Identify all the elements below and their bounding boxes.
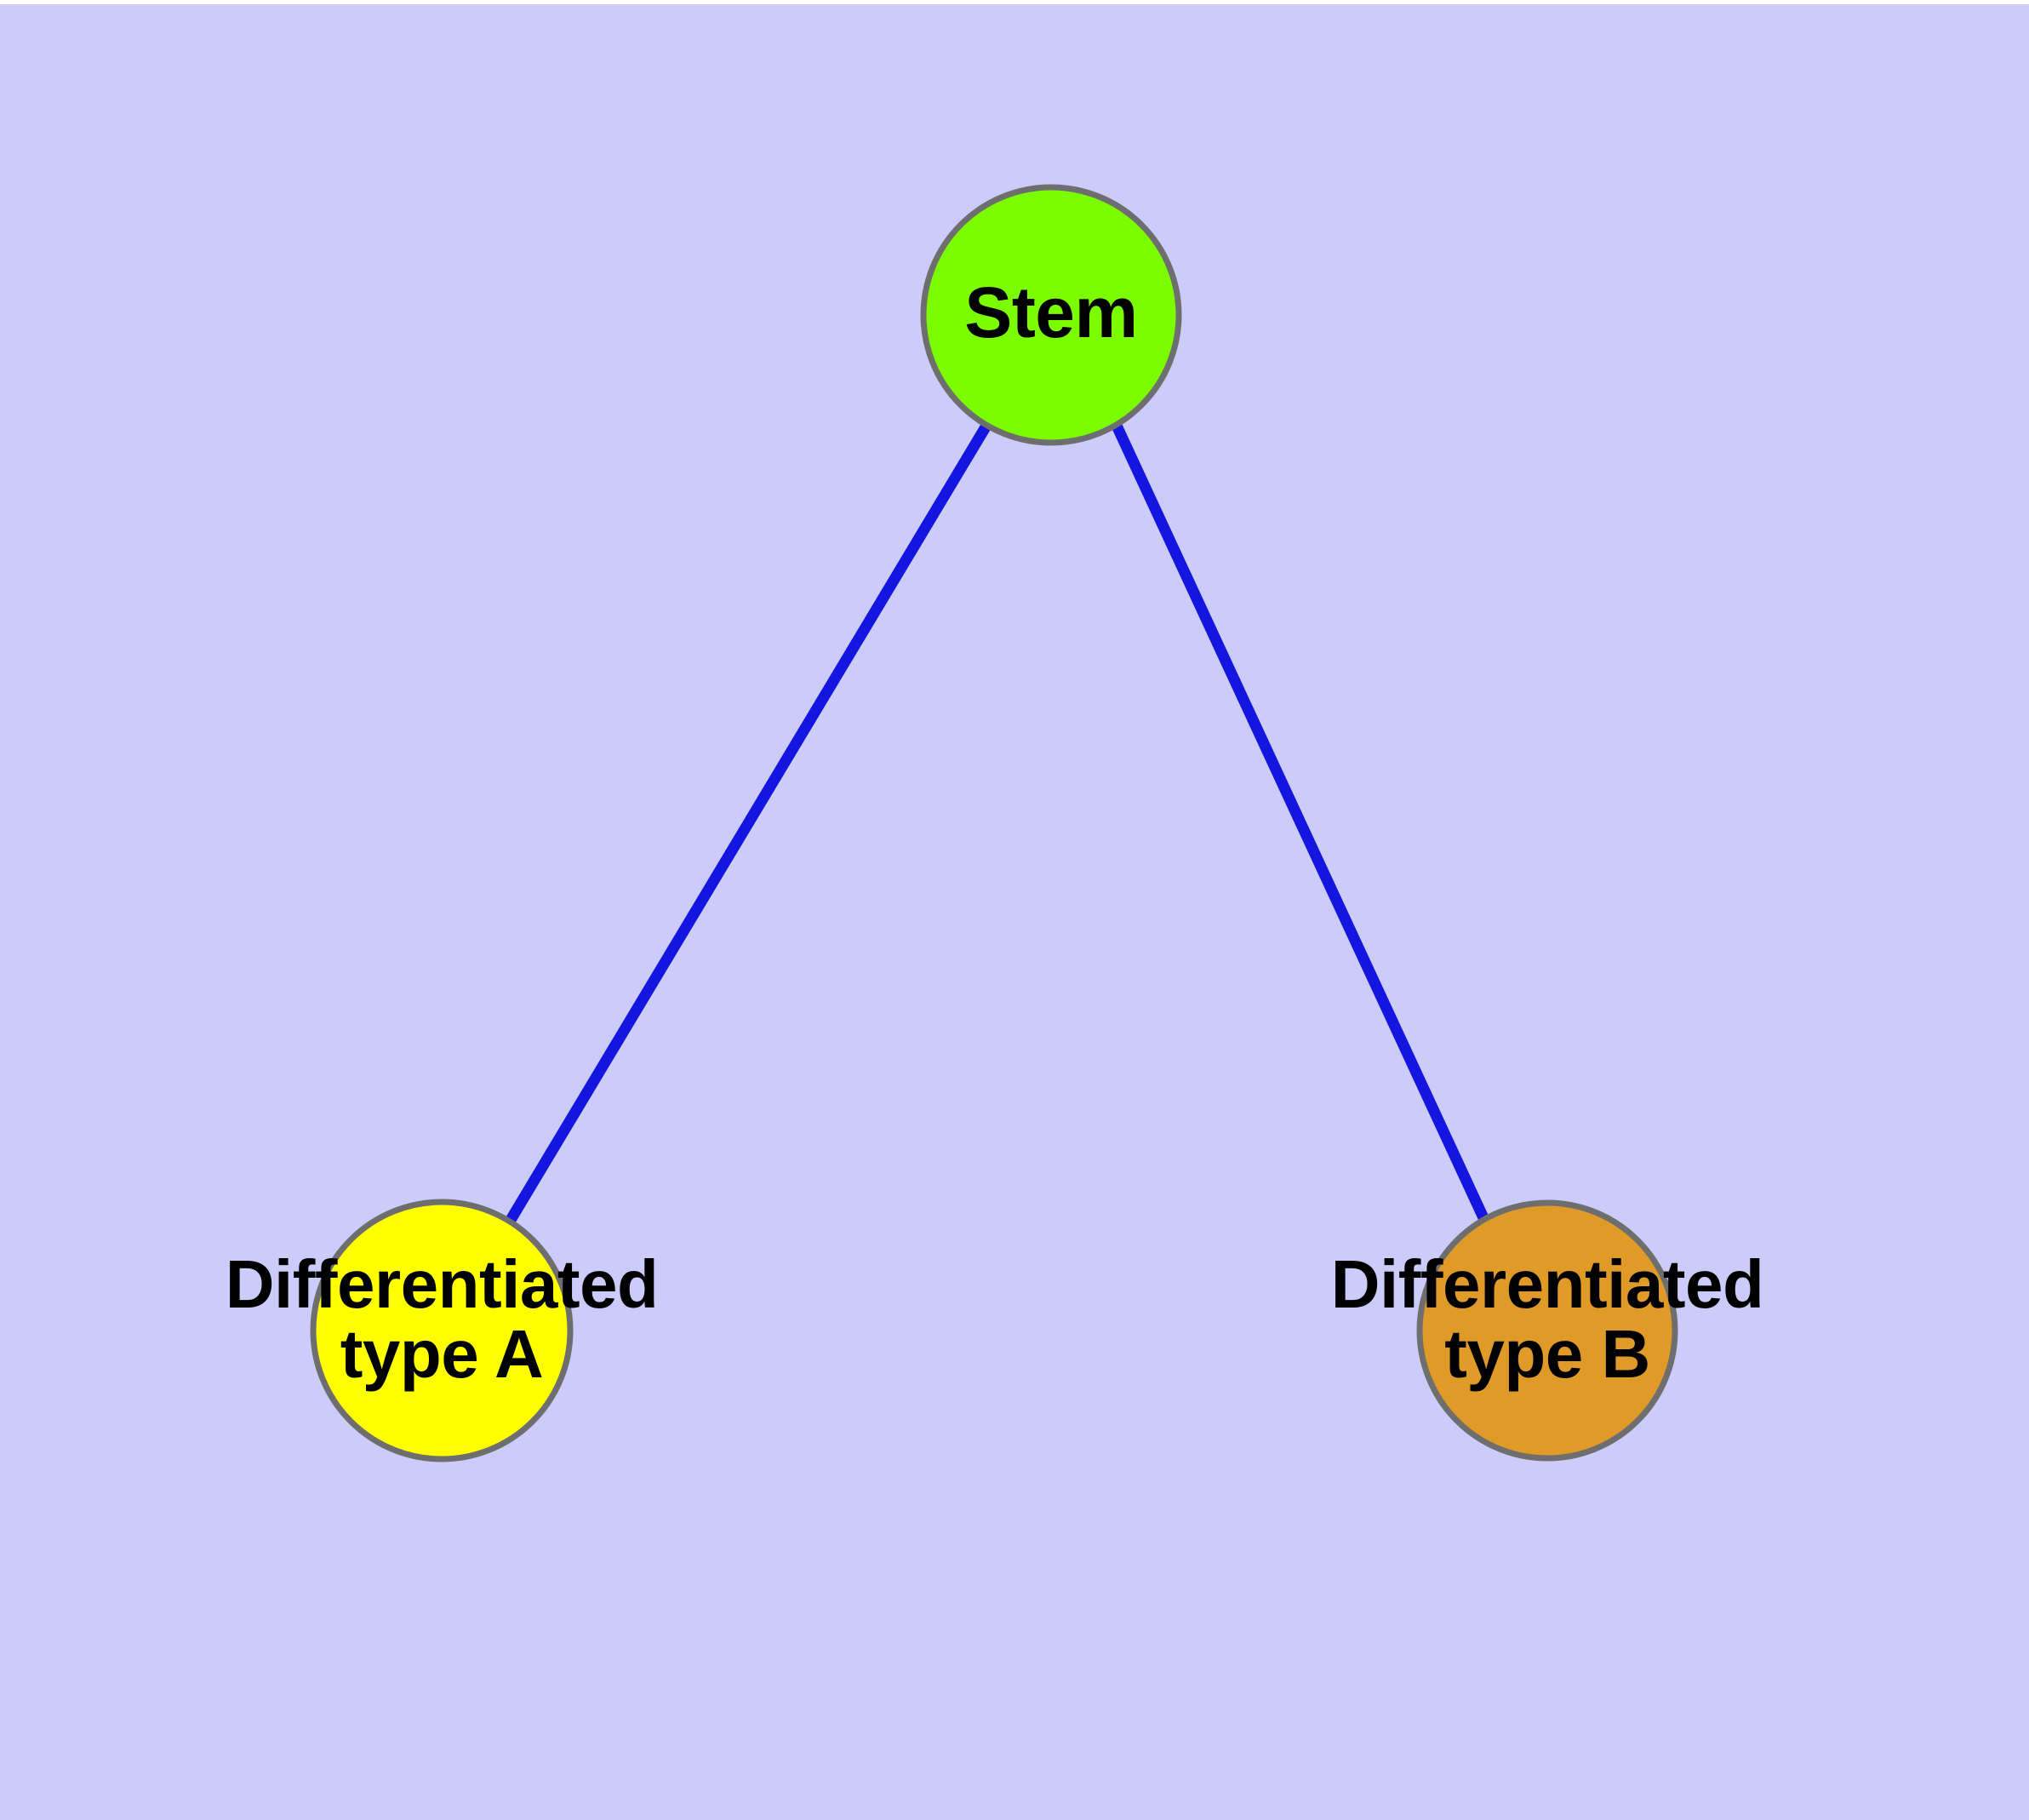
node-layer: [310, 184, 1678, 1462]
node-circle-diff-a[interactable]: [310, 1199, 574, 1462]
edge-stem-to-diff-b: [1112, 423, 1491, 1226]
edge-layer: [503, 422, 1491, 1228]
node-circle-diff-b[interactable]: [1416, 1199, 1678, 1462]
node-circle-stem[interactable]: [920, 184, 1182, 446]
edge-stem-to-diff-a: [503, 422, 992, 1228]
